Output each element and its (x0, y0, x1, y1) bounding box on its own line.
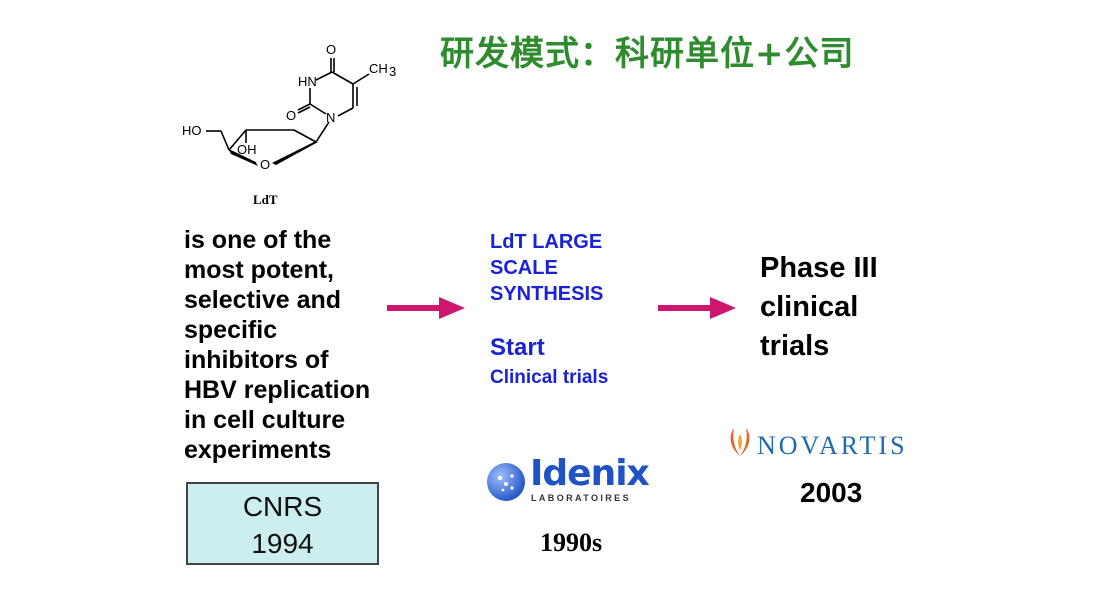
description-text: is one of the most potent, selective and… (184, 225, 414, 465)
atom-ch3-subscript: 3 (389, 64, 396, 79)
idenix-globe-icon (487, 463, 525, 501)
synthesis-line: SYNTHESIS (490, 283, 604, 305)
atom-ho: HO (182, 123, 202, 138)
synthesis-line: LdT LARGE (490, 231, 603, 253)
cnrs-name: CNRS (242, 491, 323, 522)
synthesis-line: SCALE (490, 257, 558, 279)
description-line: selective and (184, 286, 342, 314)
description-line: experiments (184, 436, 332, 464)
ldt-molecule-structure: O HN O N CH 3 HO OH O (182, 42, 396, 172)
description-line: specific (184, 316, 278, 344)
idenix-logo-subtitle: LABORATOIRES (531, 493, 631, 503)
idenix-logo-text: Idenix (530, 453, 650, 494)
start-title: Start (490, 334, 545, 361)
idenix-year: 1990s (540, 528, 603, 557)
description-line: inhibitors of (184, 346, 329, 374)
description-line: HBV replication (184, 376, 371, 404)
phase-text: Phase III clinical trials (760, 249, 878, 366)
novartis-flame-icon (730, 428, 750, 456)
description-line: is one of the (184, 226, 332, 254)
right-arrow-icon (658, 297, 736, 319)
novartis-logo-text: NOVARTIS (757, 431, 908, 460)
description-line: most potent, (184, 256, 334, 284)
atom-o-ring: O (260, 157, 270, 172)
description-line: in cell culture (184, 406, 346, 434)
cnrs-box: CNRS 1994 (186, 482, 379, 565)
atom-nh: HN (298, 74, 317, 89)
atom-n: N (326, 110, 335, 125)
atom-o-left: O (286, 108, 296, 123)
right-arrow-icon (387, 297, 465, 319)
phase-line: clinical (760, 291, 859, 323)
start-subtitle: Clinical trials (490, 367, 609, 388)
synthesis-text: LdT LARGE SCALE SYNTHESIS (490, 229, 603, 307)
phase-line: trials (760, 330, 830, 362)
atom-ch3: CH (369, 61, 388, 76)
molecule-caption: LdT (253, 192, 278, 207)
phase-line: Phase III (760, 252, 878, 284)
atom-o-top: O (326, 42, 336, 57)
slide-title: 研发模式：科研单位+公司 (440, 34, 855, 74)
cnrs-year: 1994 (251, 528, 314, 559)
novartis-year: 2003 (800, 477, 863, 508)
atom-oh: OH (237, 142, 257, 157)
